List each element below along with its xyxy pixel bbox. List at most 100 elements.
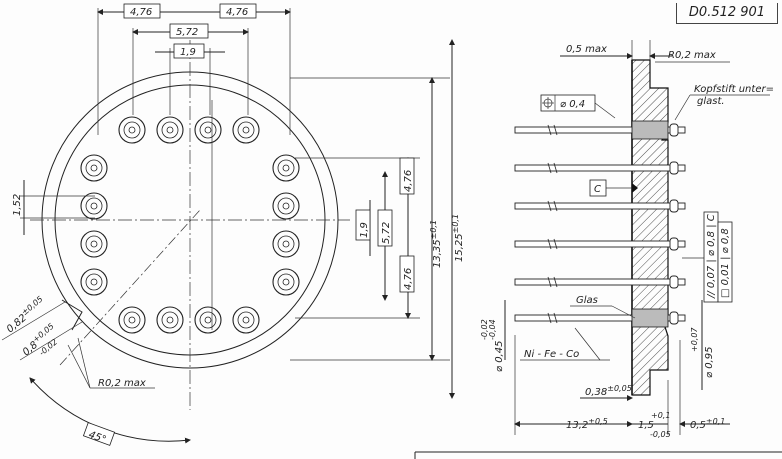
- pin-ring: [232, 306, 260, 334]
- radius-note-right: R0,2 max: [668, 50, 716, 61]
- pin-ring: [194, 116, 222, 144]
- pin-ring: [90, 240, 98, 248]
- pin-ring: [85, 273, 103, 291]
- pin-ring: [80, 154, 108, 182]
- side-pin: [514, 126, 686, 134]
- pin-ring: [199, 311, 217, 329]
- pin-ring: [85, 235, 103, 253]
- dim-right-476-upper: 4,76: [403, 170, 414, 192]
- pin-break-mark: [547, 162, 558, 174]
- pin-ring: [118, 116, 146, 144]
- pin-ring: [272, 154, 300, 182]
- pin-break-mark: [547, 238, 558, 250]
- pin-ring: [272, 230, 300, 258]
- pin-ring: [118, 306, 146, 334]
- label-kopfstift-1: Kopfstift unter=: [694, 84, 774, 95]
- pin-ring: [85, 159, 103, 177]
- dim-15: 1,5: [638, 420, 654, 431]
- pin-head: [669, 275, 679, 289]
- pin-ring: [166, 316, 174, 324]
- pin-ring: [204, 126, 212, 134]
- glass-seal: [631, 308, 669, 328]
- dim-1335: 13,35±0,1: [429, 220, 443, 268]
- pin-ring: [277, 159, 295, 177]
- dim-pin-dia: ⌀ 0,45: [494, 341, 505, 372]
- pin-ring: [166, 126, 174, 134]
- dim-top-right: 4,76: [226, 7, 248, 18]
- pin-ring: [85, 197, 103, 215]
- dim-038: 0,38±0,05: [585, 384, 632, 398]
- drawing-number: D0.512 901: [676, 3, 778, 24]
- dim-pin-dia-tol-up: -0,02: [480, 319, 489, 340]
- radius-note-left: R0,2 max: [98, 378, 146, 389]
- right-view: 0,5 max R0,2 max Kopfstift unter= glast.…: [480, 40, 774, 439]
- pin-ring: [80, 230, 108, 258]
- pin-head: [669, 161, 679, 175]
- gdt-frame-2: □ 0,01 | ⌀ 0,8: [720, 228, 731, 298]
- side-pin: [514, 278, 686, 286]
- pin-head: [669, 199, 679, 213]
- dim-15-tol-dn: -0,05: [650, 430, 671, 439]
- pin-ring: [242, 316, 250, 324]
- side-pin: [514, 164, 686, 172]
- dim-right-572: 5,72: [381, 222, 392, 244]
- pin-ring: [156, 116, 184, 144]
- pin-ring: [277, 235, 295, 253]
- pin-ring: [204, 316, 212, 324]
- pin-ring: [80, 268, 108, 296]
- dim-pin-dia-tol-dn: -0,04: [488, 319, 497, 340]
- dim-top-left: 4,76: [130, 7, 152, 18]
- pin-head: [669, 123, 679, 137]
- pin-ring: [194, 306, 222, 334]
- pin-ring: [199, 121, 217, 139]
- pin-break-mark: [547, 276, 558, 288]
- pin-ring: [90, 164, 98, 172]
- side-pin: [514, 240, 686, 248]
- side-pin: [514, 202, 686, 210]
- pin-ring: [128, 316, 136, 324]
- dim-top-middle: 5,72: [176, 27, 198, 38]
- position-tol: ⌀ 0,4: [560, 99, 585, 110]
- pin-holes: [80, 116, 300, 334]
- pin-ring: [242, 126, 250, 134]
- pin-ring: [282, 240, 290, 248]
- gdt-frame-1: // 0,07 | ⌀ 0,8 | C: [706, 214, 717, 299]
- pin-ring: [128, 126, 136, 134]
- side-pins: [514, 120, 686, 328]
- pin-ring: [123, 311, 141, 329]
- pin-head: [669, 311, 679, 325]
- flange-section: [631, 59, 669, 396]
- glass-seal: [631, 120, 669, 140]
- pin-ring: [123, 121, 141, 139]
- pin-ring: [80, 192, 108, 220]
- dim-095: ⌀ 0,95: [704, 347, 715, 378]
- pin-ring: [156, 306, 184, 334]
- pin-ring: [282, 278, 290, 286]
- pin-ring: [90, 278, 98, 286]
- pin-ring: [277, 197, 295, 215]
- pin-ring: [282, 202, 290, 210]
- pin-break-mark: [547, 200, 558, 212]
- pin-ring: [161, 121, 179, 139]
- left-view: 4,76 4,76 5,72 1,9 1,52 1,9 5,72 4,76 4,…: [1, 3, 465, 446]
- label-kopfstift-2: glast.: [697, 96, 725, 107]
- dim-15-tol-up: +0,1: [651, 411, 670, 420]
- datum-c: C: [594, 184, 601, 195]
- center-line-diagonal: [59, 209, 201, 366]
- dim-1525: 15,25±0,1: [451, 214, 465, 262]
- dim-05: 0,5±0,1: [690, 417, 725, 431]
- pin-ring: [90, 202, 98, 210]
- dim-top-inner: 1,9: [180, 47, 196, 58]
- pin-ring: [282, 164, 290, 172]
- pin-ring: [272, 268, 300, 296]
- pin-ring: [237, 121, 255, 139]
- dim-05max: 0,5 max: [566, 44, 607, 55]
- pin-head: [669, 237, 679, 251]
- pin-ring: [237, 311, 255, 329]
- pin-ring: [277, 273, 295, 291]
- dim-left-small: 1,52: [12, 194, 23, 216]
- side-pin: [514, 314, 686, 322]
- dim-right-476-lower: 4,76: [403, 268, 414, 290]
- dim-right-19: 1,9: [359, 222, 370, 238]
